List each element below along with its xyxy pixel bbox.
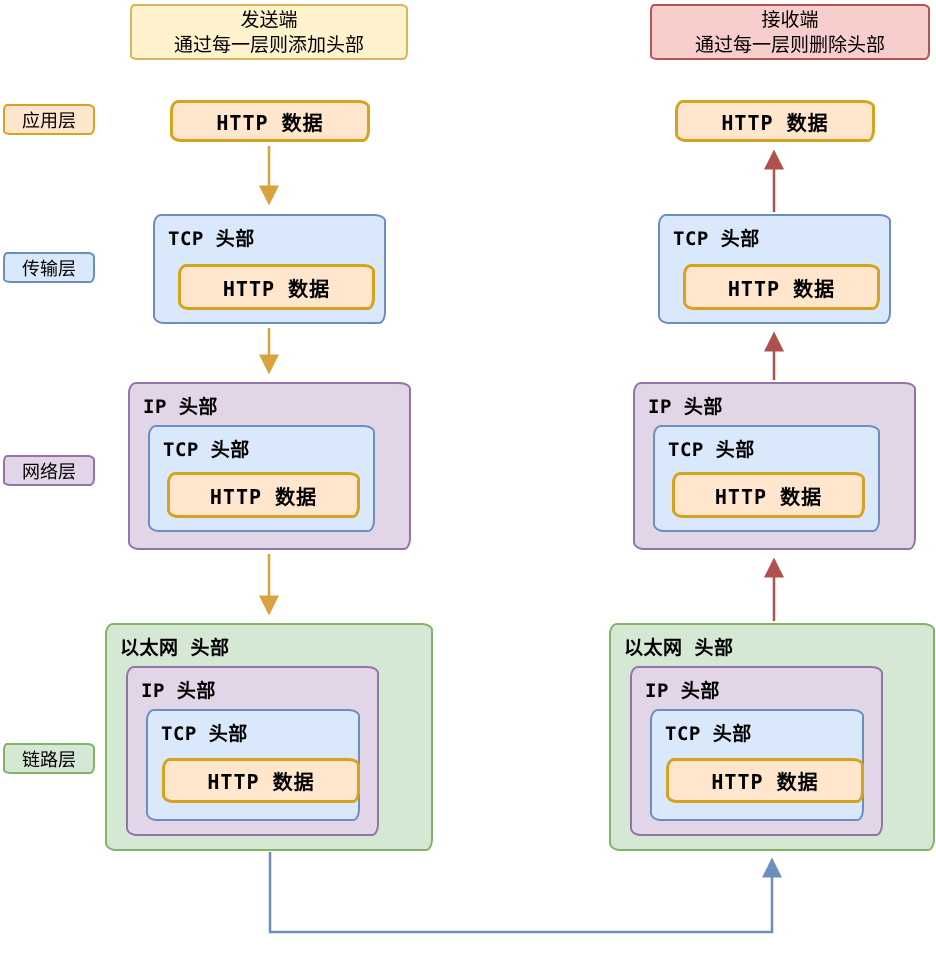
transmission-line-arrow-icon: [268, 852, 782, 934]
receiver-link-http-label: HTTP 数据: [711, 770, 819, 794]
receiver-transport-tcp-label: TCP 头部: [673, 228, 760, 250]
layer-label-transport: 传输层: [3, 252, 95, 283]
sender-link-http-label: HTTP 数据: [207, 770, 315, 794]
sender-network-http-box: HTTP 数据: [167, 472, 360, 518]
sender-transport-http-label: HTTP 数据: [222, 276, 331, 301]
sender-title-line2: 通过每一层则添加头部: [173, 35, 364, 56]
sender-network-tcp-label: TCP 头部: [163, 439, 250, 461]
receiver-title-line2: 通过每一层则删除头部: [694, 35, 885, 56]
receiver-application-http-box: HTTP 数据: [675, 100, 875, 142]
layer-label-network: 网络层: [3, 455, 95, 486]
sender-link-http-box: HTTP 数据: [162, 758, 360, 803]
layer-label-application: 应用层: [3, 104, 95, 135]
sender-application-http-box: HTTP 数据: [170, 100, 370, 142]
receiver-transport-http-box: HTTP 数据: [683, 264, 880, 310]
receiver-network-http-label: HTTP 数据: [714, 484, 823, 509]
receiver-link-eth-label: 以太网 头部: [624, 637, 734, 659]
receiver-network-tcp-label: TCP 头部: [668, 439, 755, 461]
sender-transport-tcp-label: TCP 头部: [168, 228, 255, 250]
receiver-link-ip-label: IP 头部: [645, 680, 720, 702]
receiver-link-tcp-label: TCP 头部: [665, 723, 752, 745]
sender-application-http-label: HTTP 数据: [216, 110, 324, 135]
sender-network-http-label: HTTP 数据: [209, 484, 318, 509]
sender-link-tcp-label: TCP 头部: [161, 723, 248, 745]
receiver-title: 接收端 通过每一层则删除头部: [650, 4, 930, 60]
sender-transport-http-box: HTTP 数据: [178, 264, 375, 310]
sender-link-ip-label: IP 头部: [141, 680, 216, 702]
receiver-transport-http-label: HTTP 数据: [727, 276, 836, 301]
layer-label-link: 链路层: [3, 743, 95, 774]
sender-network-ip-label: IP 头部: [143, 396, 218, 418]
receiver-network-http-box: HTTP 数据: [672, 472, 865, 518]
receiver-network-ip-label: IP 头部: [648, 396, 723, 418]
sender-link-eth-label: 以太网 头部: [120, 637, 230, 659]
sender-title: 发送端 通过每一层则添加头部: [130, 4, 408, 60]
receiver-title-line1: 接收端: [761, 10, 819, 31]
receiver-link-http-box: HTTP 数据: [666, 758, 864, 803]
receiver-application-http-label: HTTP 数据: [721, 110, 829, 135]
sender-title-line1: 发送端: [240, 10, 298, 31]
